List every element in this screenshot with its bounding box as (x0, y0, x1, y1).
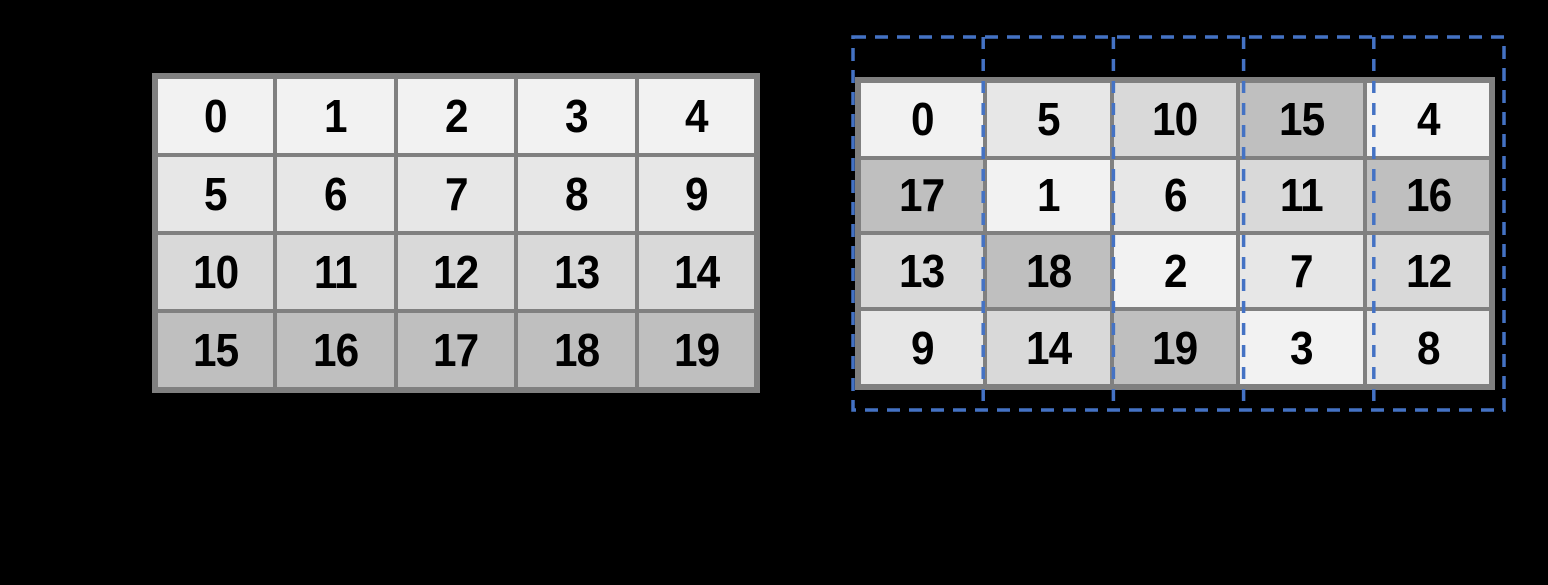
matrix-cell: 13 (514, 230, 639, 313)
matrix-cell: 3 (514, 73, 639, 158)
cell-value: 3 (565, 90, 589, 143)
matrix-cell: 14 (982, 307, 1114, 389)
matrix-cell: 12 (393, 230, 519, 313)
cell-value: 4 (1416, 93, 1441, 146)
matrix-cell: 5 (152, 153, 278, 235)
cell-value: 14 (673, 245, 720, 298)
matrix-cell: 19 (1109, 307, 1241, 389)
cell-value: 7 (444, 168, 469, 221)
matrix-row: 13 18 2 7 12 (856, 231, 1494, 312)
cell-value: 8 (565, 168, 589, 221)
matrix-cell: 2 (393, 73, 519, 158)
matrix-cell: 12 (1363, 231, 1494, 312)
cell-value: 13 (899, 245, 945, 298)
matrix-cell: 4 (1363, 78, 1494, 160)
matrix-cell: 16 (273, 308, 398, 393)
matrix-cell: 19 (634, 308, 760, 393)
matrix-cell: 2 (1109, 231, 1241, 312)
cell-value: 17 (433, 323, 479, 376)
matrix-cell: 6 (1109, 155, 1241, 236)
cell-value: 2 (1163, 245, 1188, 298)
matrix-cell: 7 (1236, 231, 1368, 312)
cell-value: 19 (1152, 321, 1198, 374)
matrix-cell: 7 (393, 153, 519, 235)
cell-value: 16 (312, 323, 359, 376)
matrix-cell: 6 (273, 153, 398, 235)
cell-value: 7 (1290, 245, 1314, 298)
matrix-cell: 15 (1236, 78, 1368, 160)
matrix-row: 5 6 7 8 9 (152, 153, 760, 235)
cell-value: 10 (1152, 93, 1198, 146)
cell-value: 15 (193, 323, 239, 376)
cell-value: 14 (1025, 321, 1072, 374)
matrix-cell: 4 (634, 73, 760, 158)
cell-value: 6 (324, 168, 348, 221)
cell-value: 11 (314, 245, 358, 298)
cell-value: 1 (324, 90, 348, 143)
cell-value: 0 (910, 93, 935, 146)
matrix-cell: 18 (514, 308, 639, 393)
matrix-row: 15 16 17 18 19 (152, 308, 760, 393)
cell-value: 9 (684, 168, 709, 221)
cell-value: 3 (1290, 321, 1314, 374)
cell-value: 6 (1163, 169, 1188, 222)
cell-value: 17 (899, 169, 945, 222)
cell-value: 0 (204, 90, 228, 143)
matrix-cell: 11 (1236, 155, 1368, 236)
cell-value: 5 (1036, 93, 1061, 146)
matrix-cell: 1 (982, 155, 1114, 236)
cell-value: 8 (1416, 321, 1441, 374)
matrix-cell: 5 (982, 78, 1114, 160)
cell-value: 15 (1279, 93, 1325, 146)
cell-value: 18 (1025, 245, 1072, 298)
cell-value: 1 (1036, 169, 1061, 222)
cell-value: 18 (553, 323, 600, 376)
matrix-cell: 15 (152, 308, 278, 393)
matrix-cell: 18 (982, 231, 1114, 312)
matrix-row: 0 1 2 3 4 (152, 73, 760, 158)
matrix-row: 0 5 10 15 4 (856, 78, 1494, 160)
cell-value: 16 (1405, 169, 1451, 222)
matrix-cell: 9 (634, 153, 760, 235)
cell-value: 5 (204, 168, 228, 221)
matrix-cell: 17 (856, 155, 987, 236)
matrix-cell: 8 (1363, 307, 1494, 389)
matrix-cell: 16 (1363, 155, 1494, 236)
matrix-cell: 17 (393, 308, 519, 393)
matrix-cell: 14 (634, 230, 760, 313)
matrix-cell: 3 (1236, 307, 1368, 389)
cell-value: 12 (433, 245, 479, 298)
matrix-row: 9 14 19 3 8 (856, 307, 1494, 389)
matrix-row: 10 11 12 13 14 (152, 230, 760, 313)
cell-value: 4 (684, 90, 709, 143)
matrix-cell: 9 (856, 307, 987, 389)
cell-value: 2 (444, 90, 469, 143)
cell-value: 12 (1405, 245, 1451, 298)
cell-value: 19 (673, 323, 720, 376)
cell-value: 13 (553, 245, 600, 298)
matrix-cell: 11 (273, 230, 398, 313)
cell-value: 11 (1280, 169, 1324, 222)
cell-value: 9 (910, 321, 935, 374)
matrix-cell: 8 (514, 153, 639, 235)
matrix-cell: 13 (856, 231, 987, 312)
matrix-cell: 10 (152, 230, 278, 313)
matrix-cell: 0 (152, 73, 278, 158)
matrix-cell: 1 (273, 73, 398, 158)
cell-value: 10 (193, 245, 239, 298)
matrix-cell: 10 (1109, 78, 1241, 160)
matrix-cell: 0 (856, 78, 987, 160)
